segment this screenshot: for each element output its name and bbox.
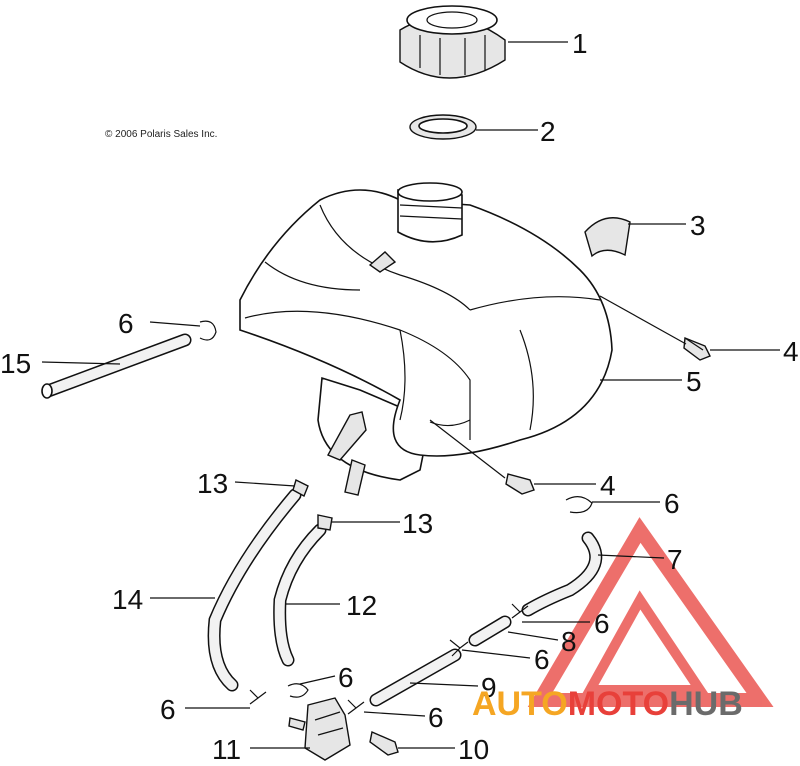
hose-12: [273, 523, 327, 667]
callout-8: 8: [561, 626, 577, 657]
fuel-cap: [399, 5, 506, 79]
fuel-valve: [288, 697, 351, 761]
callout-1: 1: [572, 28, 588, 59]
watermark-auto: AUTO: [472, 685, 568, 723]
cap-gasket: [409, 114, 477, 140]
clamp-6-a: [511, 603, 529, 619]
callout-6-mid: 6: [594, 608, 610, 639]
callout-9: 9: [481, 672, 497, 703]
callout-6-left: 6: [118, 308, 134, 339]
fuel-tank: [239, 182, 613, 496]
leader-lines: [41, 41, 780, 749]
clamp-13a: [292, 479, 309, 497]
clamp-6-b: [449, 639, 469, 657]
callout-13-left: 13: [197, 468, 228, 499]
callout-12: 12: [346, 590, 377, 621]
callout-3: 3: [690, 210, 706, 241]
callout-6-bottom-left: 6: [160, 694, 176, 725]
bolt-lower: [505, 473, 535, 495]
clamp-6-top: [565, 496, 593, 514]
callout-7: 7: [667, 544, 683, 575]
callout-2: 2: [540, 116, 556, 147]
callout-13-right: 13: [402, 508, 433, 539]
hose-14: [207, 488, 302, 692]
watermark-text: AUTOMOTOHUB: [472, 685, 743, 723]
clamp-13b: [317, 514, 333, 531]
callout-6-bottom: 6: [428, 702, 444, 733]
watermark-logo: [527, 517, 774, 707]
bolt-upper: [683, 337, 711, 361]
callout-4-lower: 4: [600, 470, 616, 501]
clamp-15: [199, 320, 217, 341]
filter-8: [468, 615, 512, 647]
callout-6-right: 6: [664, 488, 680, 519]
clamp-6-d: [287, 683, 309, 698]
watermark-moto: MOTO: [568, 685, 669, 723]
callout-4-upper: 4: [783, 336, 799, 367]
hose-15: [41, 333, 192, 399]
copyright-text: © 2006 Polaris Sales Inc.: [105, 129, 217, 140]
clamp-6-c: [347, 699, 365, 715]
watermark-hub: HUB: [669, 685, 743, 723]
callout-14: 14: [112, 584, 143, 615]
screw-10: [369, 731, 399, 756]
callout-11: 11: [212, 734, 241, 765]
callout-15: 15: [0, 348, 31, 379]
callout-10: 10: [458, 734, 489, 765]
callout-5: 5: [686, 366, 702, 397]
clamp-6-e: [249, 689, 267, 705]
hose-7: [521, 531, 603, 617]
callout-6-center: 6: [338, 662, 354, 693]
tank-pad: [584, 217, 631, 258]
callout-6-lower: 6: [534, 644, 550, 675]
hose-9: [369, 648, 462, 707]
